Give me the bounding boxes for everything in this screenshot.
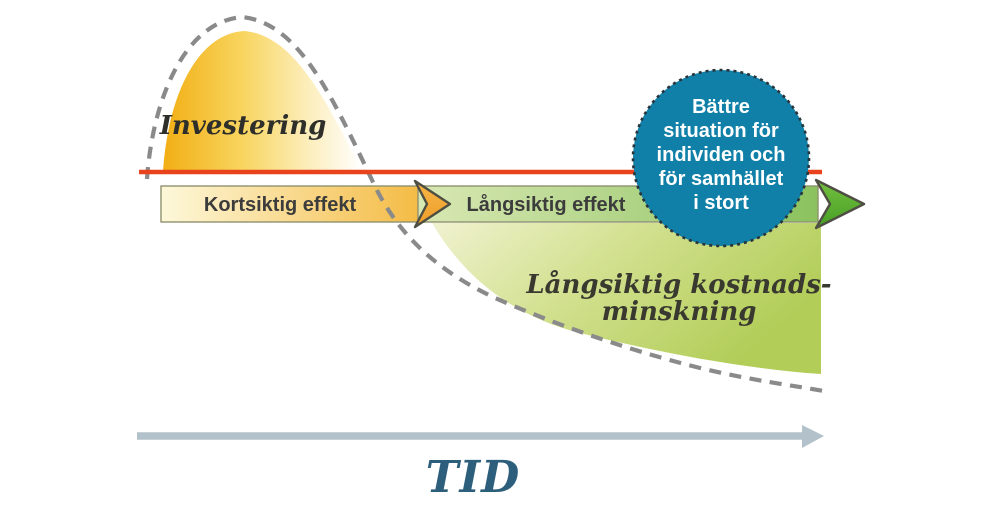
benefit-circle-text-line3: individen och (657, 144, 786, 166)
investment-area (163, 31, 362, 171)
benefit-circle-text-line4: för samhället (659, 168, 784, 190)
benefit-circle-text-line2: situation för (663, 120, 779, 142)
cost-reduction-label-line2: minskning (602, 297, 757, 327)
short-term-arrowhead-icon (413, 179, 452, 229)
long-term-arrowhead-icon (814, 178, 866, 230)
cost-reduction-area (432, 223, 821, 374)
short-term-band-label: Kortsiktig effekt (204, 194, 357, 216)
long-term-band-label: Långsiktig effekt (467, 193, 626, 216)
benefit-circle-text-line5: i stort (693, 192, 749, 214)
time-axis-arrowhead-icon (802, 425, 824, 448)
time-axis-label: TID (426, 452, 520, 503)
benefit-circle-text-line1: Bättre (692, 96, 750, 118)
investment-label: Investering (159, 111, 327, 141)
benefit-circle (631, 68, 811, 248)
dashed-cost-curve (144, 14, 825, 394)
cost-reduction-label-line1: Långsiktig kostnads- (525, 269, 831, 300)
